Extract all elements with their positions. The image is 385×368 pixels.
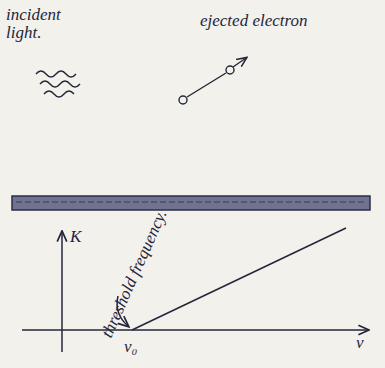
electron-path — [179, 58, 246, 104]
axis-tick-label: ν₀ — [124, 338, 154, 356]
light-waves — [36, 71, 80, 97]
threshold-label: threshold frequency. — [98, 178, 183, 341]
metal-plate — [12, 196, 370, 210]
electron-label: ejected electron — [200, 12, 350, 30]
graph-axes — [22, 228, 368, 352]
kinetic-energy-line — [132, 228, 346, 330]
axis-label: K — [70, 228, 90, 246]
light-label: incident light. — [6, 6, 86, 42]
axis-label: ν — [356, 334, 376, 352]
